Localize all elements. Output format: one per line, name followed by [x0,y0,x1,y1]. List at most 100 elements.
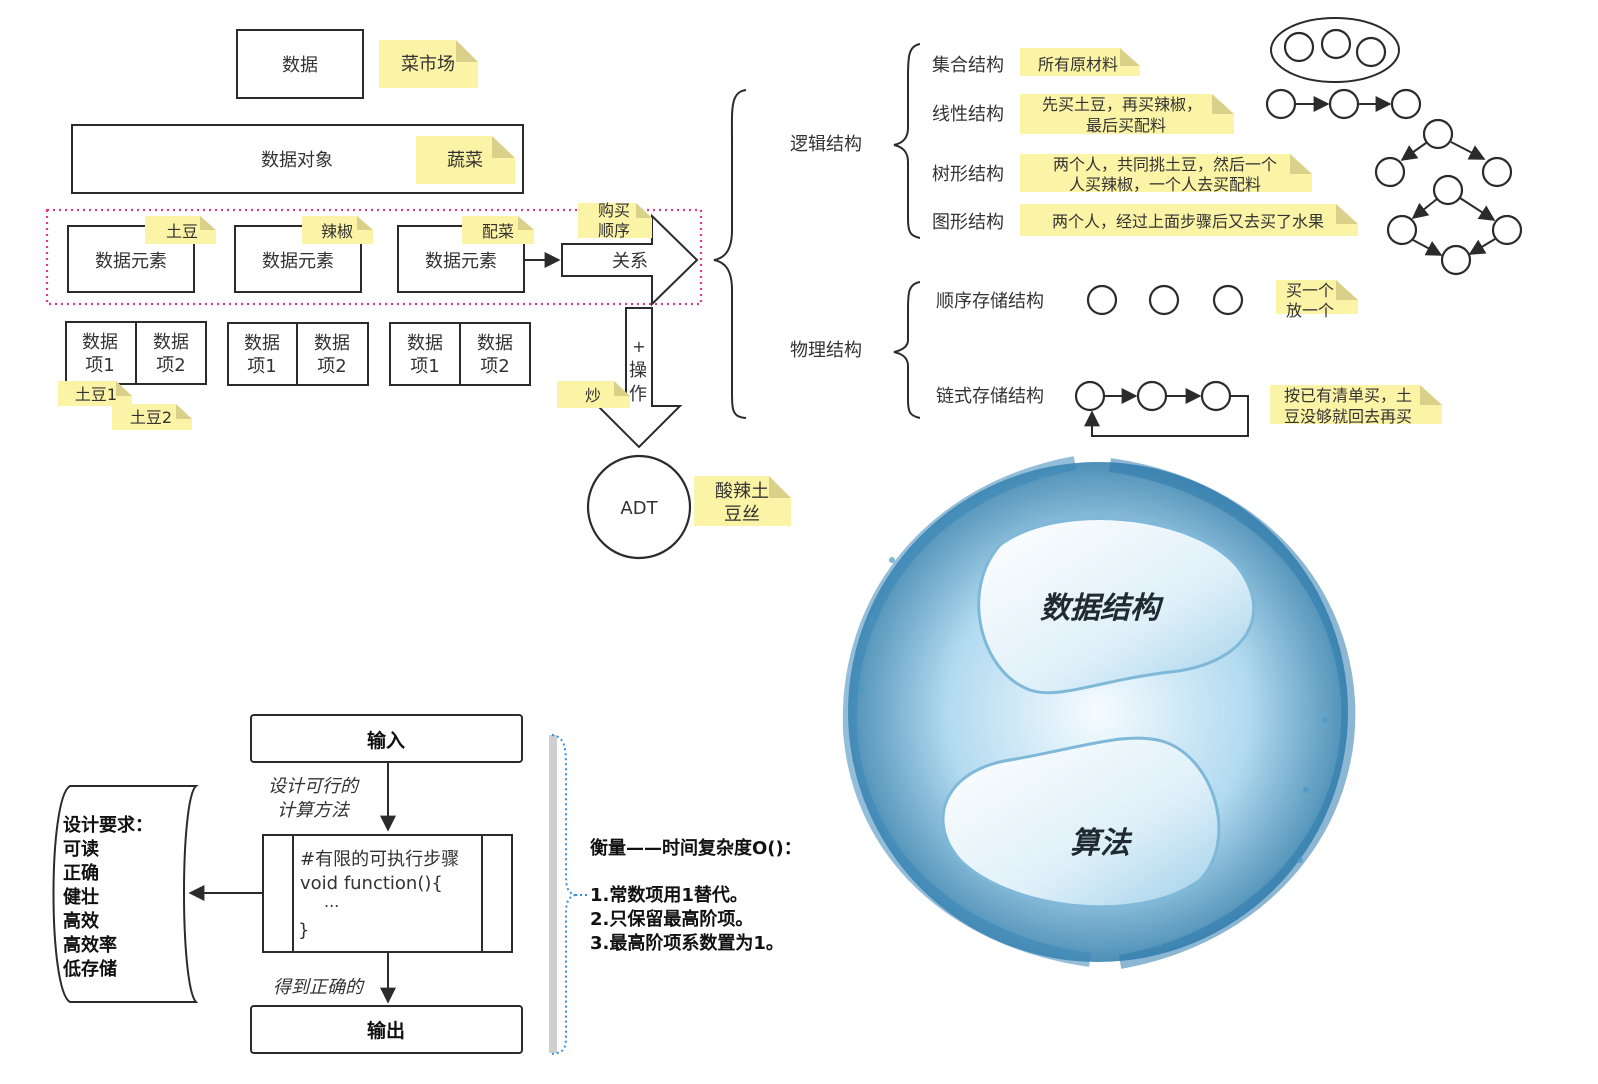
linear-structure-icon [1265,88,1422,120]
tree-note: 两个人，共同挑土豆，然后一个 人买辣椒，一个人去买配料 [1020,154,1312,194]
side-note-text: 配菜 [482,222,514,241]
potato1-text: 土豆1 [75,385,117,404]
graph-note: 两个人，经过上面步骤后又去买了水果 [1020,204,1358,236]
graph-label: 图形结构 [932,212,1004,233]
potato2-text: 土豆2 [130,408,172,427]
buy-order-text-2: 顺序 [598,221,630,240]
process-box [262,834,513,953]
input-label: 输入 [367,729,405,752]
requirement-item: 健壮 [63,886,99,908]
linear-note-text-2: 最后买配料 [1086,116,1166,135]
vegetable-note-text: 蔬菜 [447,150,483,171]
potato2-note: 土豆2 [112,404,192,430]
operation-text-2: 作 [629,384,647,405]
fry-note-text: 炒 [585,386,601,405]
tree-structure-icon [1374,118,1513,188]
data-structure-blob [977,517,1256,695]
item-index: 项2 [480,356,509,377]
potato-note-text: 土豆 [166,222,198,241]
physical-brace [893,281,921,419]
code-line-2: void function(){ [300,873,443,894]
design-text-1: 设计可行的 [268,776,360,797]
adt-note-text-2: 豆丝 [724,504,760,525]
requirement-item: 高效率 [63,934,117,956]
set-label: 集合结构 [932,55,1004,76]
potato1-note: 土豆1 [58,381,132,406]
relation-arrow [561,213,699,307]
complexity-rules: 1.常数项用1替代。2.只保留最高阶项。3.最高阶项系数置为1。 [590,884,784,954]
linked-note: 按已有清单买，土 豆没够就回去再买 [1270,385,1442,426]
sequential-note-text-2: 放一个 [1286,301,1334,320]
item-index: 项1 [410,356,439,377]
logical-label: 逻辑结构 [790,134,862,155]
data-box [236,29,364,99]
sequential-storage-icon [1086,284,1244,316]
item-label: 数据 [153,332,189,353]
element-label-3: 数据元素 [425,251,497,272]
linked-note-text-1: 按已有清单买，土 [1284,386,1412,405]
output-label: 输出 [367,1019,405,1042]
requirement-item: 高效 [63,910,100,932]
item-label: 数据 [407,333,443,354]
operation-plus: + [632,337,645,356]
graph-structure-icon [1386,174,1523,276]
relation-label: 关系 [612,251,648,272]
measure-title: 衡量——时间复杂度O()： [590,837,802,859]
linear-label: 线性结构 [932,104,1004,125]
item-pair-1: 数据 项1 数据 项2 [65,321,207,385]
code-line-1: #有限的可执行步骤 [300,849,459,870]
adt-label: ADT [620,498,658,519]
physical-label: 物理结构 [790,340,862,361]
requirement-item: 可读 [63,838,99,860]
set-note-text: 所有原材料 [1038,55,1118,74]
graph-note-text: 两个人，经过上面步骤后又去买了水果 [1052,212,1324,231]
element-group-border [45,208,703,306]
algorithm-label: 算法 [1070,826,1133,861]
element-label-1: 数据元素 [95,251,167,272]
item-label: 数据 [82,332,118,353]
complexity-rule: 3.最高阶项系数置为1。 [590,932,784,954]
complexity-rule: 2.只保留最高阶项。 [590,908,753,930]
linked-label: 链式存储结构 [936,386,1044,407]
input-box [250,714,523,763]
linked-storage-icon [1074,380,1249,437]
algorithm-blob [941,736,1221,909]
code-line-3: ... [324,892,339,911]
item-index: 项2 [317,356,346,377]
data-label: 数据 [282,55,318,76]
data-hierarchy: 数据 菜市场 数据对象 蔬菜 数据元素 土豆 数据元素 辣椒 [45,29,791,560]
potato-note: 土豆 [145,216,216,244]
water-yin-yang: 数据结构 算法 [806,446,1370,972]
tree-note-text-2: 人买辣椒，一个人去买配料 [1069,175,1261,194]
algorithm-flow: 输入 设计可行的 计算方法 #有限的可执行步骤 void function(){… [52,714,802,1055]
tree-note-text-1: 两个人，共同挑土豆，然后一个 [1053,155,1277,174]
sequential-note-text-1: 买一个 [1286,281,1334,300]
operation-text-1: 操 [629,360,647,381]
buy-order-text-1: 购买 [598,201,630,220]
sequential-label: 顺序存储结构 [936,291,1044,312]
design-text-2: 计算方法 [277,800,351,821]
sequential-note: 买一个 放一个 [1276,280,1358,320]
set-structure-icon [1270,17,1400,83]
linear-note-text-1: 先买土豆，再买辣椒， [1042,95,1202,114]
adt-note-text-1: 酸辣土 [715,481,769,502]
market-note: 菜市场 [379,40,478,88]
element-label-2: 数据元素 [262,251,334,272]
market-note-text: 菜市场 [401,54,455,75]
buy-order-note: 购买 顺序 [578,201,652,240]
item-label: 数据 [244,333,280,354]
divider-bar [549,735,557,1053]
item-index: 项1 [85,355,114,376]
adt-circle [586,454,692,560]
pepper-note-text: 辣椒 [321,222,353,241]
item-index: 项2 [156,355,185,376]
adt-note: 酸辣土 豆丝 [694,476,791,526]
correct-text: 得到正确的 [273,977,365,998]
item-index: 项1 [247,356,276,377]
side-note: 配菜 [462,216,534,244]
item-label: 数据 [314,333,350,354]
linked-note-text-2: 豆没够就回去再买 [1284,407,1412,426]
requirements-box [52,785,199,1003]
